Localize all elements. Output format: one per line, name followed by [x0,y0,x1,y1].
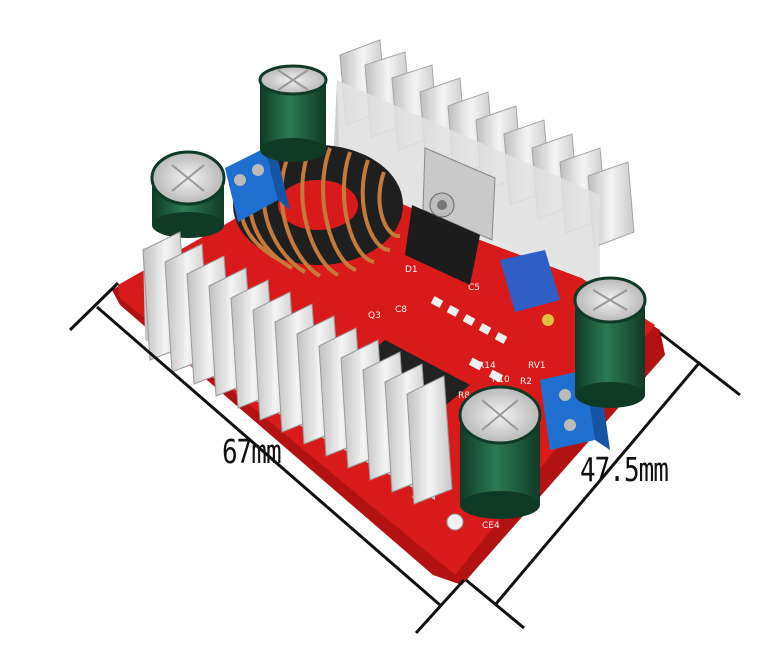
silk-r2: R2 [520,377,532,387]
length-dimension [68,281,466,635]
front-heatsink [142,231,453,505]
silk-r10: R10 [492,375,510,385]
silk-r8: R8 [458,391,470,401]
capacitor-top [258,64,328,162]
input-terminal [225,148,290,222]
capacitor-left [150,150,226,238]
capacitor-front [458,385,542,519]
silk-ce4: CE4 [482,521,500,531]
silk-r14: R14 [478,361,496,371]
width-dimension-label: 47.5mm [580,452,669,490]
capacitor-right [573,276,647,408]
silk-c8: C8 [395,305,407,315]
width-dimension [465,331,741,630]
silk-d1: D1 [405,265,418,275]
silk-q3: Q3 [368,311,381,321]
silk-rv1: RV1 [528,361,546,371]
mosfet [405,147,496,285]
silk-c5: C5 [468,283,480,293]
length-dimension-label: 67mm [222,434,282,472]
trimmer-potentiometer [500,250,560,326]
